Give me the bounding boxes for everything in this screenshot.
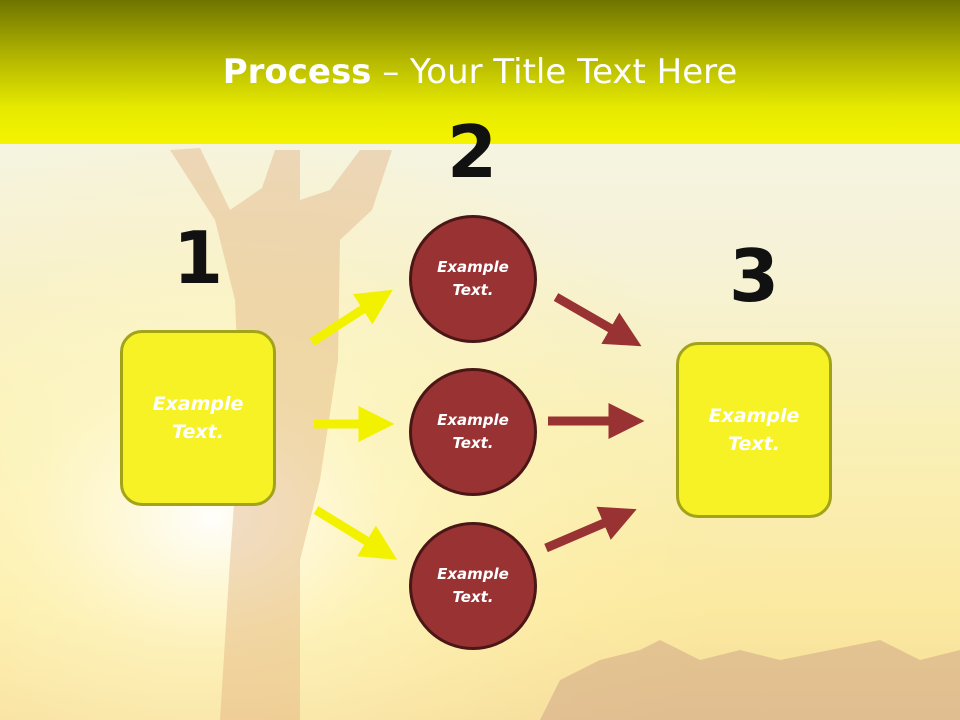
step-3-text-line2: Text. <box>728 433 780 455</box>
title-rest: – Your Title Text Here <box>371 52 738 92</box>
circle-bottom-text-line1: Example <box>437 564 509 583</box>
step-3-text-line1: Example <box>708 404 800 427</box>
step-1-text-line1: Example <box>152 392 244 415</box>
arrow-red-down-icon <box>553 293 642 347</box>
person-silhouette <box>170 148 392 720</box>
circle-middle-text-line1: Example <box>437 410 509 429</box>
step-1-text-line2: Text. <box>172 421 224 443</box>
step-number-2: 2 <box>446 110 498 194</box>
circle-top-text-line2: Text. <box>452 281 494 299</box>
step-number-1: 1 <box>172 216 224 300</box>
circle-top-text-line1: Example <box>437 257 509 276</box>
step-number-3: 3 <box>728 234 780 318</box>
arrow-red-up-icon <box>544 506 637 553</box>
arrow-yellow-up-icon <box>309 289 393 346</box>
circle-middle-text-line2: Text. <box>452 434 494 452</box>
title-bold: Process <box>222 52 372 92</box>
arrow-yellow-down-icon <box>313 506 398 560</box>
slide-title: Process – Your Title Text Here <box>0 52 960 92</box>
mountain-silhouette <box>540 640 960 720</box>
title-bar <box>0 0 960 144</box>
circle-bottom-text-line2: Text. <box>452 588 494 606</box>
